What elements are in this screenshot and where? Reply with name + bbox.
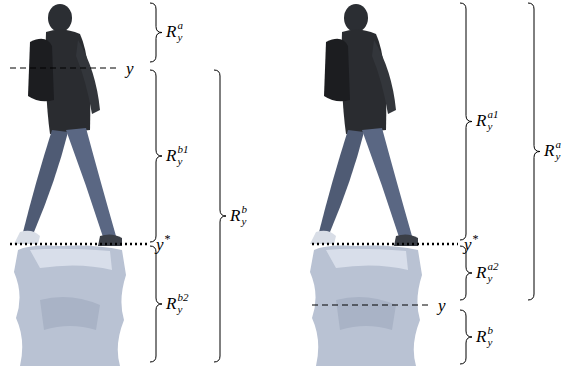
dashed-line [312,305,432,306]
person-figure [14,4,126,366]
label-base: y [156,236,164,253]
label-scripts: ya [555,139,561,162]
label-base: R [476,265,486,282]
region-label: Ryb2 [166,292,188,315]
dashed-line [10,68,120,69]
brace [214,70,226,362]
label-subscript: y [487,337,493,349]
label-base: y [464,236,472,253]
region-label: y [438,297,446,314]
label-scripts: yb [487,325,493,348]
label-base: R [230,208,240,225]
label-superscript: * [473,232,479,244]
region-label: Ryb [230,204,247,227]
brace [150,246,162,362]
region-label: y [126,60,134,77]
label-superscript: a1 [487,109,498,121]
brace [460,3,472,240]
label-base: R [166,24,176,41]
label-base: R [166,296,176,313]
label-subscript: y [177,156,188,168]
brace [150,3,162,62]
region-label: Rya [544,139,561,162]
label-superscript: * [165,232,171,244]
region-label: Ryb [476,325,493,348]
label-scripts: yb [241,204,247,227]
label-base: R [476,329,486,346]
dotted-line [10,243,150,246]
label-scripts: ya1 [487,109,498,132]
brace [460,246,472,300]
label-scripts: yb1 [177,144,188,167]
label-subscript: y [487,121,498,133]
label-subscript: y [487,273,498,285]
label-superscript: a2 [487,261,498,273]
label-superscript: a [177,20,183,32]
brace [150,70,162,242]
label-subscript: y [241,216,247,228]
person-figure [310,4,422,366]
label-superscript: b [487,325,493,337]
region-label: Rya1 [476,109,498,132]
label-base: R [476,113,486,130]
label-superscript: b1 [177,144,188,156]
label-superscript: b2 [177,292,188,304]
brace [528,3,540,300]
region-label: Rya [166,20,183,43]
region-label: y* [464,236,479,253]
region-label: Rya2 [476,261,498,284]
dotted-line [312,243,458,246]
label-subscript: y [555,151,561,163]
label-scripts: ya [177,20,183,43]
label-subscript: y [177,304,188,316]
label-subscript: y [177,32,183,44]
region-label: y* [156,236,171,253]
label-scripts: ya2 [487,261,498,284]
label-superscript: a [555,139,561,151]
label-superscript: b [241,204,247,216]
region-label: Ryb1 [166,144,188,167]
label-scripts: yb2 [177,292,188,315]
braces [150,3,540,364]
brace [460,310,472,364]
label-base: R [544,143,554,160]
label-base: R [166,148,176,165]
